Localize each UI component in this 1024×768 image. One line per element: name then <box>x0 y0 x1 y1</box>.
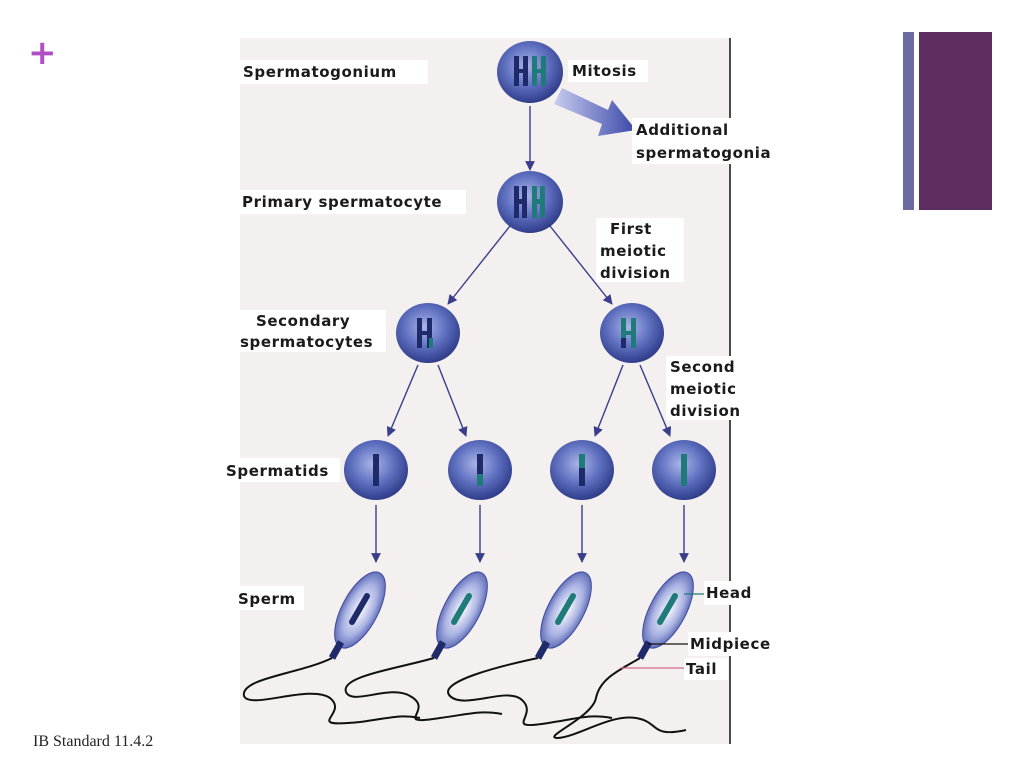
sperm-cell-1 <box>242 571 421 725</box>
accent-bar-wide <box>919 32 992 210</box>
label-first-line1: First <box>610 220 652 238</box>
label-first-line3: division <box>600 264 671 282</box>
cell-spermatid-2 <box>448 440 512 500</box>
sperm-cell-2 <box>344 571 503 722</box>
label-head: Head <box>706 584 752 602</box>
label-midpiece: Midpiece <box>690 635 771 653</box>
cell-secondary-left <box>396 303 460 363</box>
slide-plus-mark: + <box>28 33 57 73</box>
spermatogenesis-diagram: Spermatogonium Mitosis Additional sperma… <box>226 41 794 740</box>
sperm-cell-3 <box>447 571 613 727</box>
flow-arrows <box>371 106 689 563</box>
label-secondary-line2: spermatocytes <box>240 333 373 351</box>
cell-spermatogonium <box>497 41 563 103</box>
cell-spermatid-4 <box>652 440 716 500</box>
mitosis-arrow <box>554 88 636 136</box>
footer-standard-reference: IB Standard 11.4.2 <box>33 733 154 750</box>
label-sperm: Sperm <box>238 590 296 608</box>
cell-spermatid-3 <box>550 440 614 500</box>
label-backgrounds <box>240 60 794 680</box>
leader-lines <box>620 593 706 669</box>
label-primary-spermatocyte: Primary spermatocyte <box>242 193 442 211</box>
label-second-line2: meiotic <box>670 380 737 398</box>
sperm-cell-4 <box>553 571 694 740</box>
label-first-line2: meiotic <box>600 242 667 260</box>
label-spermatogonium: Spermatogonium <box>243 63 397 81</box>
label-second-line1: Second <box>670 358 735 376</box>
label-second-line3: division <box>670 402 741 420</box>
cell-primary-spermatocyte <box>497 171 563 233</box>
label-tail: Tail <box>686 660 717 678</box>
accent-bar-thin <box>903 32 914 210</box>
label-spermatids: Spermatids <box>226 462 329 480</box>
cell-spermatid-1 <box>344 440 408 500</box>
label-additional-line2: spermatogonia <box>636 144 771 162</box>
label-secondary-line1: Secondary <box>256 312 350 330</box>
label-additional-line1: Additional <box>636 121 729 139</box>
cell-secondary-right <box>600 303 664 363</box>
label-mitosis: Mitosis <box>572 62 637 80</box>
